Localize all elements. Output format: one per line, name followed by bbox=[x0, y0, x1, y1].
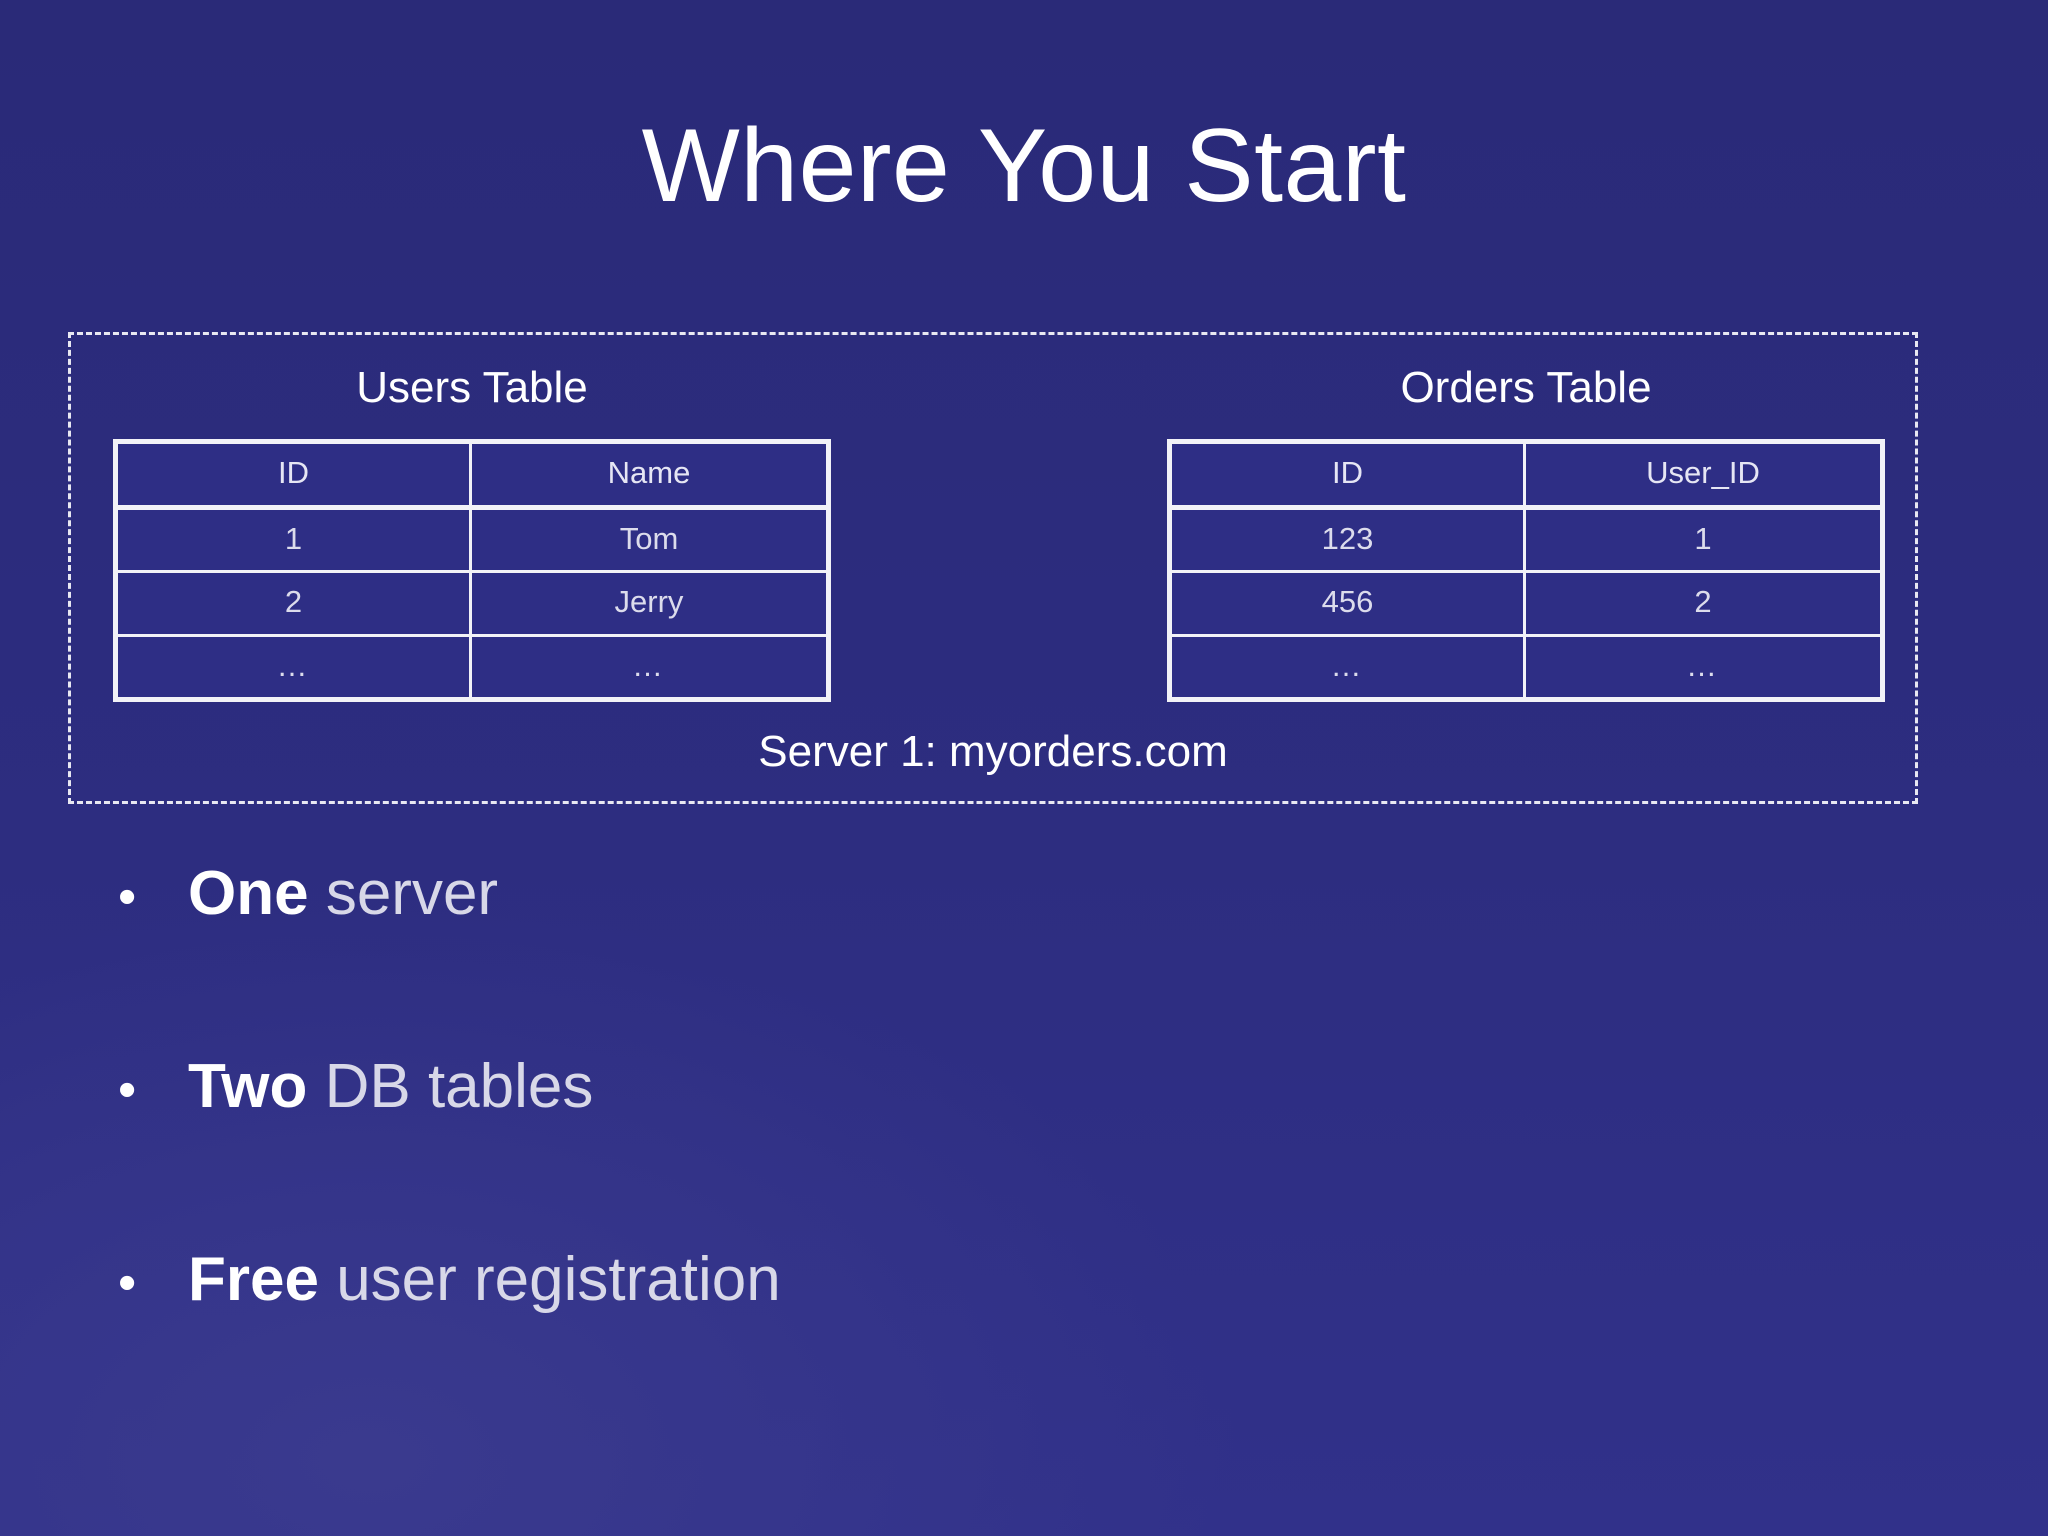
bullet-remainder: user registration bbox=[318, 1245, 781, 1315]
orders-table-block: Orders Table ID User_ID 123 1 456 2 bbox=[1161, 363, 1891, 703]
cell-id: 1 bbox=[118, 509, 472, 574]
table-row: 456 2 bbox=[1172, 573, 1880, 637]
column-header-id: ID bbox=[118, 444, 472, 510]
cell-id: … bbox=[1172, 636, 1526, 698]
server-boundary-group: Users Table ID Name 1 Tom 2 Jerry bbox=[68, 332, 1918, 804]
list-item: • Two DB tables bbox=[118, 1053, 1718, 1121]
cell-id: 456 bbox=[1172, 573, 1526, 637]
cell-id: … bbox=[118, 636, 472, 698]
table-header-row: ID Name bbox=[118, 444, 826, 510]
orders-table: ID User_ID 123 1 456 2 … … bbox=[1167, 439, 1885, 703]
table-row: … … bbox=[1172, 636, 1880, 698]
cell-id: 123 bbox=[1172, 509, 1526, 574]
bullet-text: One server bbox=[188, 859, 499, 928]
list-item: • One server bbox=[118, 859, 1718, 928]
cell-id: 2 bbox=[118, 573, 472, 637]
bullet-dot-icon: • bbox=[118, 868, 137, 926]
bullet-emphasis: Free bbox=[188, 1245, 319, 1315]
orders-table-caption: Orders Table bbox=[1400, 363, 1652, 412]
bullet-remainder: DB tables bbox=[307, 1052, 594, 1122]
bullet-emphasis: Two bbox=[188, 1052, 308, 1122]
column-header-id: ID bbox=[1172, 444, 1526, 510]
page-title: Where You Start bbox=[641, 108, 1407, 224]
bullet-dot-icon: • bbox=[118, 1254, 137, 1313]
column-header-name: Name bbox=[472, 444, 826, 510]
table-row: 1 Tom bbox=[118, 509, 826, 574]
users-table-block: Users Table ID Name 1 Tom 2 Jerry bbox=[107, 363, 837, 703]
list-item: • Free user registration bbox=[118, 1246, 1718, 1314]
cell-user-id: 2 bbox=[1526, 573, 1880, 637]
bullet-list: • One server • Two DB tables • Free user… bbox=[118, 859, 1718, 1315]
server-label: Server 1: myorders.com bbox=[758, 727, 1228, 776]
table-row: 123 1 bbox=[1172, 509, 1880, 574]
users-table: ID Name 1 Tom 2 Jerry … … bbox=[113, 439, 831, 703]
cell-user-id: 1 bbox=[1526, 510, 1880, 574]
cell-name: Tom bbox=[472, 510, 826, 574]
bullet-emphasis: One bbox=[188, 859, 309, 928]
cell-name: … bbox=[632, 647, 666, 683]
table-header-row: ID User_ID bbox=[1172, 444, 1880, 510]
table-row: … … bbox=[118, 636, 826, 698]
bullet-remainder: server bbox=[308, 859, 499, 928]
table-row: 2 Jerry bbox=[118, 573, 826, 637]
bullet-text: Two DB tables bbox=[188, 1053, 593, 1121]
bullet-text: Free user registration bbox=[188, 1246, 781, 1314]
bullet-dot-icon: • bbox=[118, 1061, 137, 1120]
column-header-user-id: User_ID bbox=[1526, 444, 1880, 510]
users-table-caption: Users Table bbox=[356, 363, 588, 412]
cell-name: Jerry bbox=[472, 573, 826, 637]
cell-user-id: … bbox=[1686, 647, 1720, 683]
